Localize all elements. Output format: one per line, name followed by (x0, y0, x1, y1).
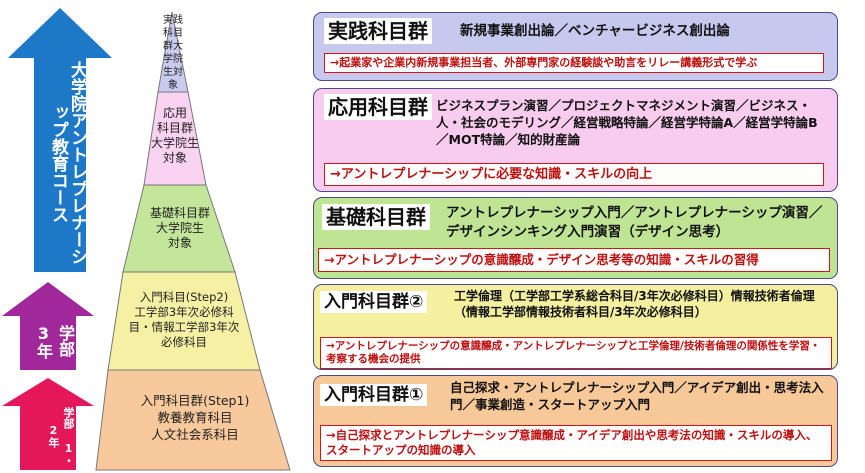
box-intro1-title: 入門科目群① (320, 384, 428, 406)
intro2-line-4: 必修科目 (161, 335, 207, 349)
basic-line-1: 基礎科目群 (149, 206, 210, 220)
applied-line-3: 大学院生 (150, 136, 199, 150)
pyramid-basic-label: 基礎科目群 大学院生 対象 (130, 206, 230, 251)
box-basic-subjects: アントレプレナーシップ入門／アントレプレナーシップ演習／デザインシンキング入門演… (446, 205, 823, 240)
box-applied-note: →アントレプレナーシップに必要な知識・スキルの向上 (324, 163, 824, 186)
course-arrows (2, 8, 112, 470)
undergrad3-arrow (2, 282, 94, 370)
undergrad3-label: 学部 3年 (22, 314, 76, 368)
grad-course-arrow (8, 8, 112, 272)
intro1-line-3: 人文社会系科目 (151, 427, 239, 442)
pyramid-applied-label: 応用 科目群 大学院生 対象 (140, 106, 210, 166)
pyramid-level-intro1 (95, 369, 291, 471)
intro1-line-2: 教養教育科目 (157, 410, 233, 425)
box-intro2: 入門科目群② 工学倫理（工学部工学系総合科目/3年次必修科目）情報技術者倫理（情… (313, 284, 838, 370)
box-applied: 応用科目群 ビジネスプラン演習／プロジェクトマネジメント演習／ビジネス・人・社会… (313, 88, 838, 192)
undergrad12-arrow (2, 378, 94, 470)
pyramid (95, 11, 291, 471)
grad-course-text: 大学院アントレプレナーシップ教育コース (48, 61, 87, 265)
undergrad3-dept-text: 学部 (56, 325, 75, 357)
intro1-line-1: 入門科目群(Step1) (140, 393, 250, 408)
box-intro1: 入門科目群① 自己探求・アントレプレナーシップ入門／アイデア創出・思考法入門／事… (313, 375, 838, 467)
box-intro2-subjects: 工学倫理（工学部工学系総合科目/3年次必修科目）情報技術者倫理（情報工学部情報技… (454, 289, 815, 319)
box-applied-title: 応用科目群 (324, 94, 432, 120)
pyramid-intro1-label: 入門科目群(Step1) 教養教育科目 人文社会系科目 (110, 392, 280, 443)
box-intro2-title: 入門科目群② (320, 291, 428, 313)
box-practice: 実践科目群 新規事業創出論／ベンチャービジネス創出論 →起業家や企業内新規事業担… (313, 12, 838, 81)
box-intro1-subjects: 自己探求・アントレプレナーシップ入門／アイデア創出・思考法入門／事業創造・スター… (450, 380, 824, 412)
undergrad3-year-text: 3年 (34, 323, 53, 359)
intro2-line-2: 工学部3年次必修科 (134, 305, 234, 319)
box-practice-title: 実践科目群 (324, 18, 432, 44)
undergrad12-dept-text: 学部 (62, 406, 75, 429)
applied-line-4: 対象 (162, 151, 187, 165)
grad-course-label: 大学院アントレプレナーシップ教育コース (36, 56, 87, 270)
box-basic: 基礎科目群 アントレプレナーシップ入門／アントレプレナーシップ演習／デザインシン… (313, 197, 838, 279)
pyramid-practice-label: 実践科目群大学院生対象 (163, 15, 183, 91)
basic-line-2: 大学院生 (155, 221, 204, 235)
undergrad12-year-text: 1・2年 (47, 424, 75, 466)
box-intro1-note: →自己探求とアントレプレナーシップ意識醸成・アイデア創出や思考法の知識・スキルの… (320, 425, 832, 461)
undergrad12-label: 学部 1・2年 (22, 404, 76, 468)
basic-line-3: 対象 (167, 236, 192, 250)
box-applied-subjects: ビジネスプラン演習／プロジェクトマネジメント演習／ビジネス・人・社会のモデリング… (436, 98, 818, 147)
intro2-line-1: 入門科目(Step2) (139, 290, 229, 304)
applied-line-1: 応用 (162, 106, 187, 120)
pyramid-intro2-label: 入門科目(Step2) 工学部3年次必修科 目・情報工学部3年次 必修科目 (114, 290, 254, 350)
intro2-line-3: 目・情報工学部3年次 (128, 320, 240, 334)
box-practice-subjects: 新規事業創出論／ベンチャービジネス創出論 (460, 23, 730, 39)
box-intro2-note: →アントレプレナーシップの意識醸成・アントレプレナーシップと工学倫理/技術者倫理… (320, 337, 832, 369)
box-basic-title: 基礎科目群 (322, 204, 430, 230)
box-practice-note: →起業家や企業内新規事業担当者、外部専門家の経験談や助言をリレー講義形式で学ぶ (324, 53, 824, 73)
box-basic-note: →アントレプレナーシップの意識醸成・デザイン思考等の知識・スキルの習得 (318, 248, 830, 272)
applied-line-2: 科目群 (156, 121, 193, 135)
